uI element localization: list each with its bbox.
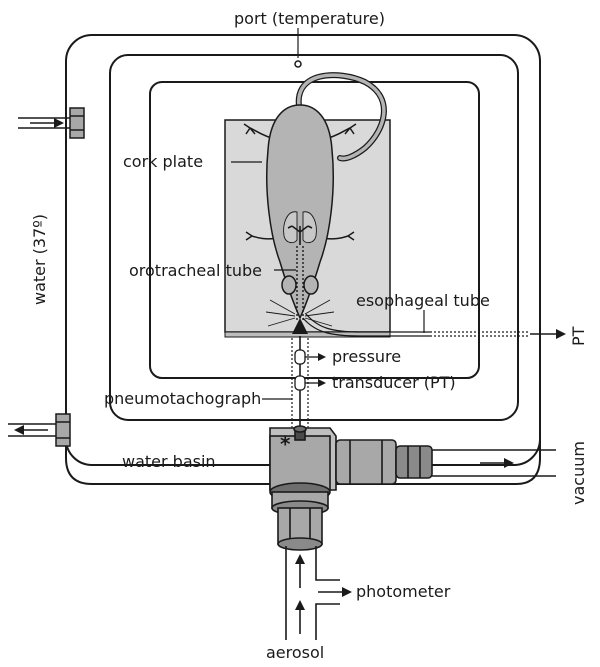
label-aerosol: aerosol: [266, 643, 324, 662]
label-asterisk: *: [280, 432, 291, 456]
temperature-port: [294, 60, 302, 68]
aerosol-arrow-head-2: [295, 600, 305, 610]
label-photometer: photometer: [356, 582, 451, 601]
aerosol-pipe: [285, 546, 342, 640]
esophageal-tube: [302, 313, 556, 337]
pt-arrow-head: [556, 329, 566, 339]
whiskers: [265, 299, 335, 327]
orotracheal-tube: [296, 246, 304, 322]
label-pt-right: PT: [569, 326, 588, 346]
water-outlet-fitting: [55, 413, 71, 447]
label-port: port (temperature): [234, 9, 385, 28]
label-water-temp: water (37º): [30, 214, 49, 305]
inlet-arrow-head: [54, 118, 64, 128]
label-pneumotachograph: pneumotachograph: [104, 389, 261, 408]
transducer-arrow-head: [318, 379, 326, 387]
aerosol-fitting: [269, 482, 331, 551]
label-vacuum: vacuum: [569, 441, 588, 505]
vacuum-arrow-head: [504, 458, 514, 468]
pressure-arrow-head: [318, 353, 326, 361]
basin-inner-rim: [109, 54, 519, 421]
nose-cone: [292, 318, 308, 334]
label-transducer: transducer (PT): [332, 373, 456, 392]
transducer-arrows: [305, 356, 318, 384]
label-cork-plate: cork plate: [123, 152, 203, 171]
lungs: [283, 211, 317, 245]
water-inlet-fitting: [69, 107, 85, 139]
rat-illustration: [243, 72, 387, 320]
label-esophageal-tube: esophageal tube: [356, 291, 490, 310]
aerosol-arrow-head-1: [295, 554, 305, 564]
outlet-arrow-head: [14, 425, 24, 435]
vacuum-pipe: [432, 449, 556, 477]
label-water-basin: water basin: [122, 452, 216, 471]
water-outlet-arrow: [8, 423, 56, 437]
label-orotracheal-tube: orotracheal tube: [129, 261, 262, 280]
photometer-arrow-head: [342, 587, 352, 597]
vacuum-fitting: [335, 439, 433, 485]
label-pressure: pressure: [332, 347, 401, 366]
basin-chamber: [149, 81, 480, 379]
water-inlet-arrow: [18, 117, 70, 129]
